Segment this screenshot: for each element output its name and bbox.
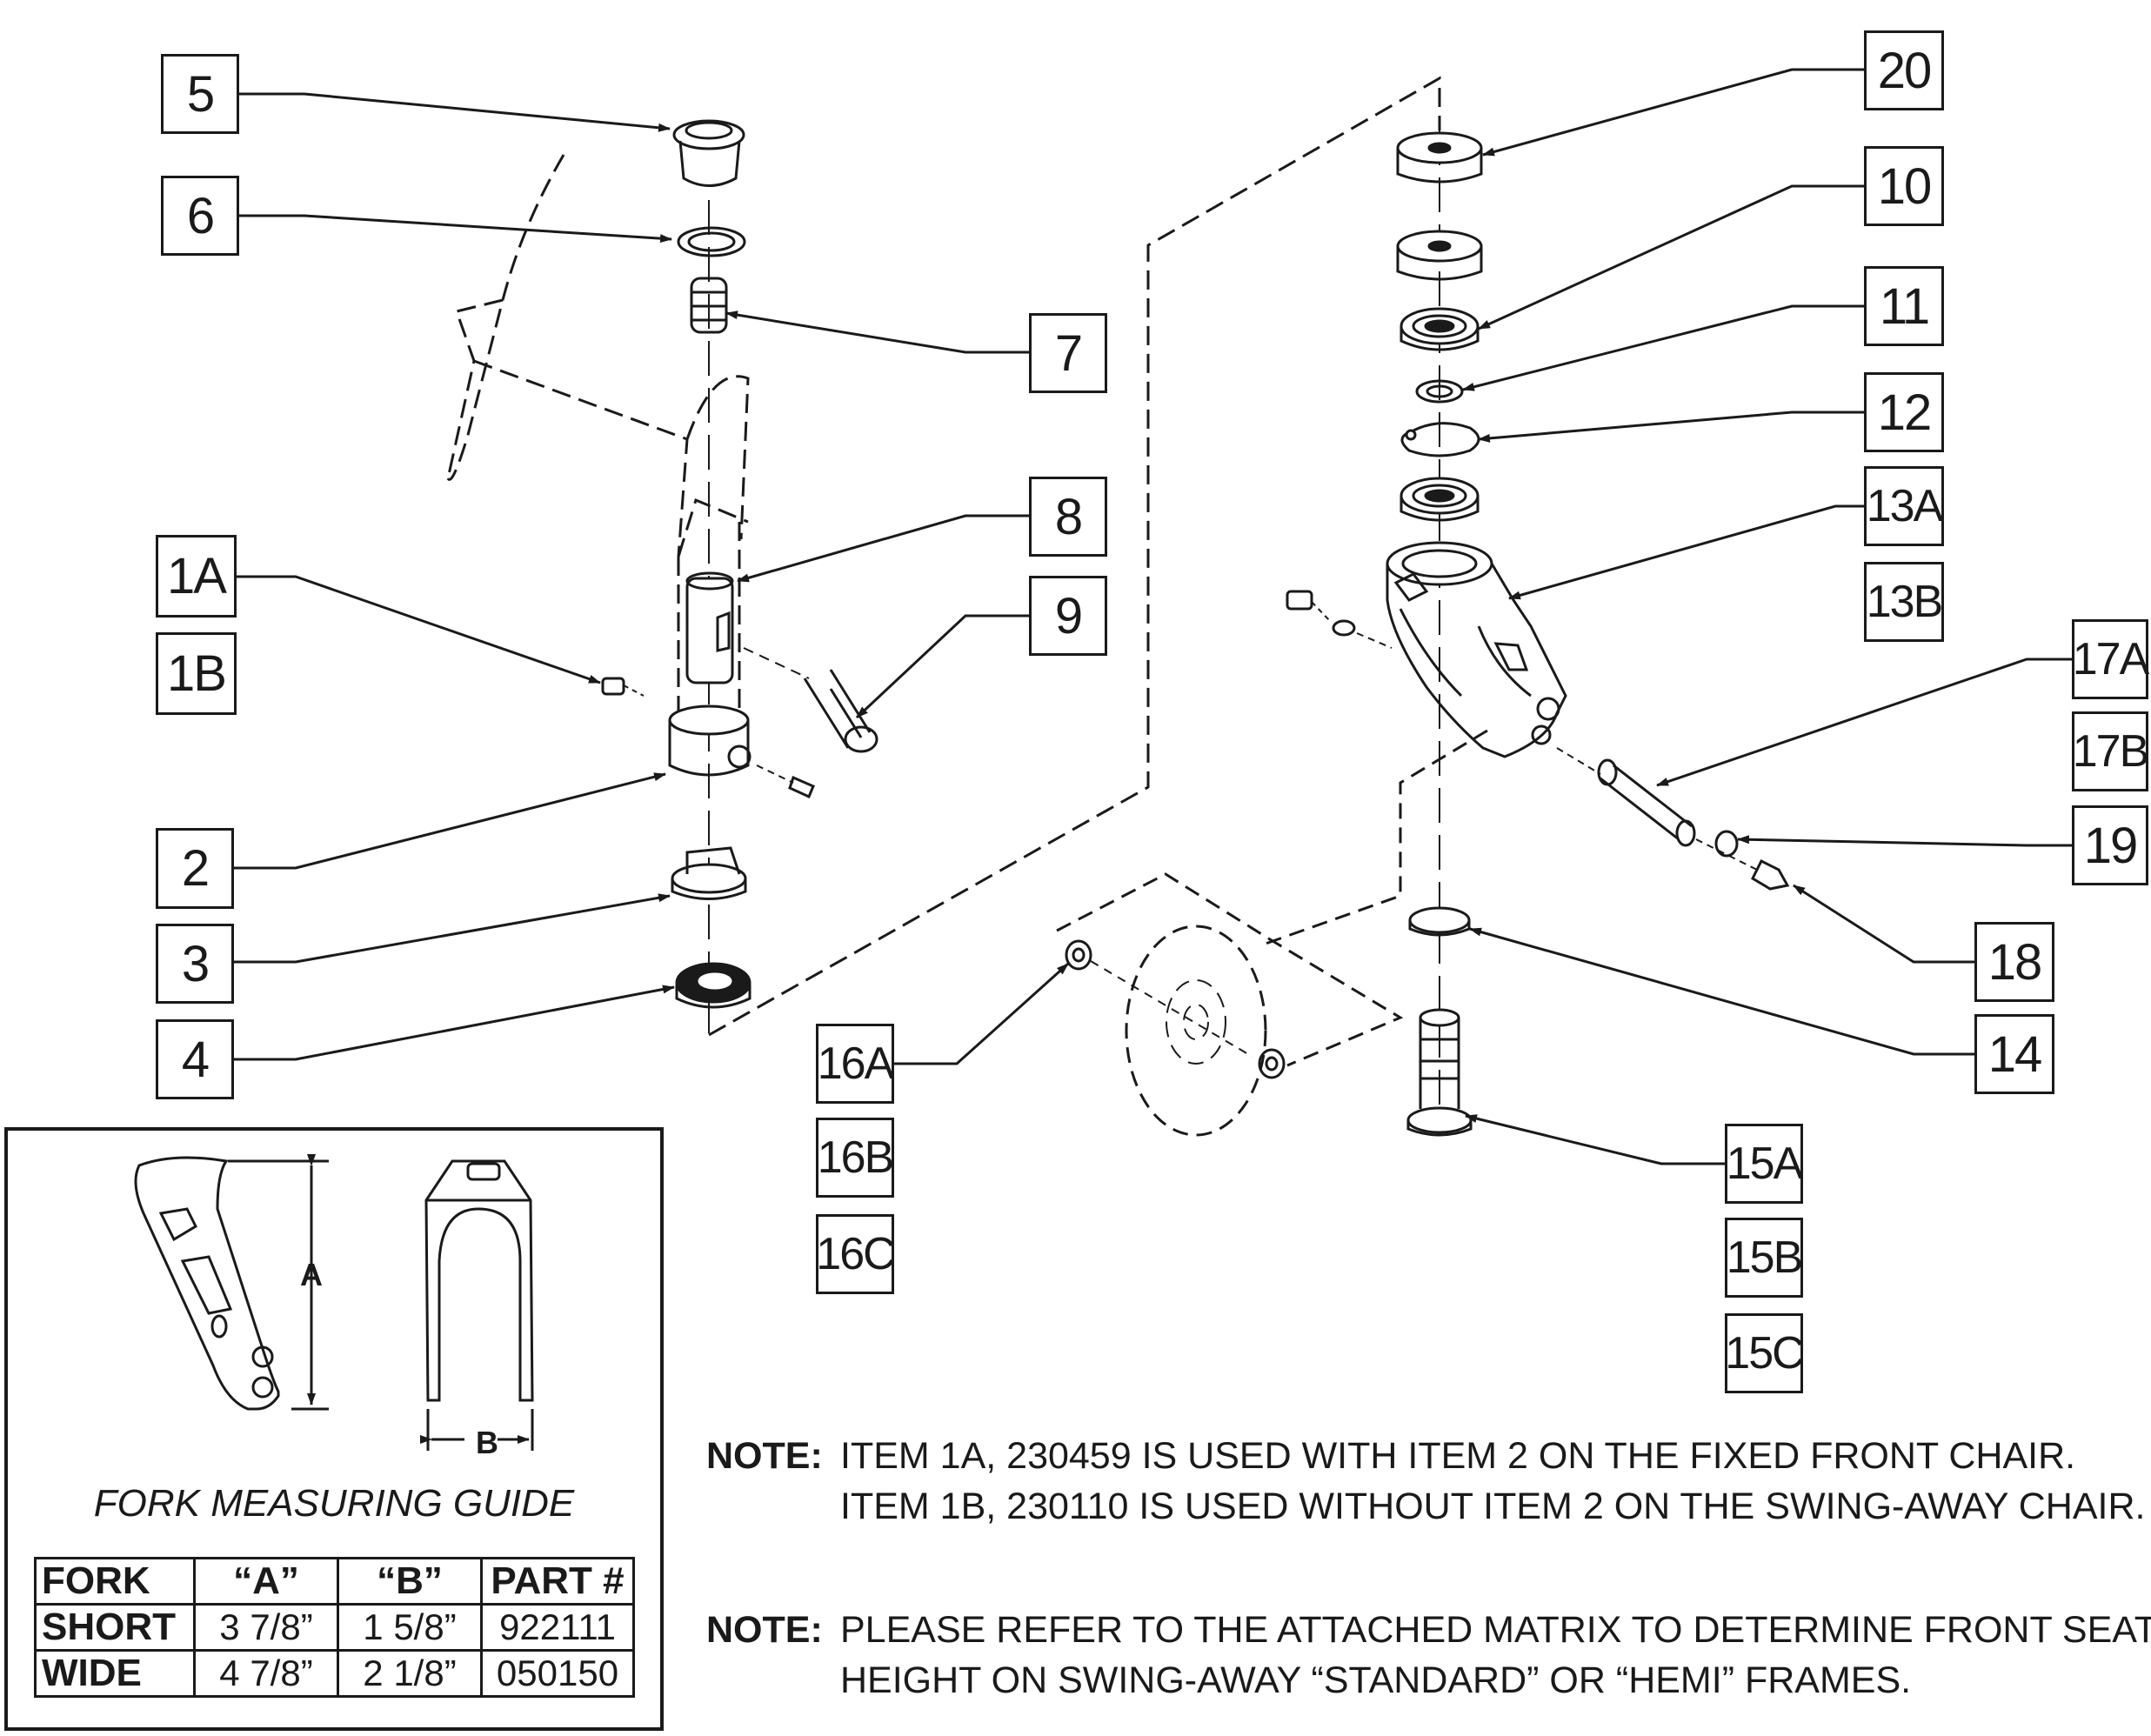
callout-16c[interactable]: 16C [816,1214,896,1294]
callout-8[interactable]: 8 [1029,477,1107,557]
swing-arm-outline-dashed [708,76,1441,1037]
leader-lines [194,68,2072,1165]
fork-guide-title: FORK MEASURING GUIDE [93,1482,575,1525]
frame-outline-dashed [446,154,750,715]
note-2-label: NOTE: [706,1609,823,1651]
callout-16b[interactable]: 16B [816,1118,894,1198]
part-8-tube [685,571,734,684]
cell-a: 3 7/8” [193,1603,339,1652]
callout-4[interactable]: 4 [156,1019,234,1099]
callout-15a[interactable]: 15A [1725,1124,1803,1204]
cell-part: 922111 [480,1603,635,1652]
part-10-bearing [1399,307,1480,351]
callout-3[interactable]: 3 [156,924,234,1004]
callout-17b[interactable]: 17B [2072,711,2149,791]
cell-b: 1 5/8” [337,1603,483,1652]
cell-part: 050150 [480,1649,635,1698]
part-13a-fork [1386,541,1567,758]
part-13-bearing [1399,477,1480,522]
note-1-label: NOTE: [706,1435,823,1477]
header-b: “B” [337,1557,483,1606]
callout-15b[interactable]: 15B [1725,1218,1803,1298]
callout-19[interactable]: 19 [2072,805,2148,885]
callout-14[interactable]: 14 [1974,1014,2054,1094]
callout-20[interactable]: 20 [1864,30,1944,110]
part-12-snap-ring [1400,422,1480,457]
part-2-clamp [668,704,815,799]
wheel-outline-dashed [1056,729,1488,1137]
part-6-ring [677,226,746,257]
fork-table: FORK “A” “B” PART # SHORT 3 7/8” 1 5/8” … [34,1557,635,1698]
part-spacer-2 [1396,230,1483,281]
callout-6[interactable]: 6 [161,176,239,256]
fork-table-header: FORK “A” “B” PART # [34,1557,635,1606]
callout-9[interactable]: 9 [1029,576,1107,656]
part-11-washer [1415,379,1464,404]
dimension-a-label: A [300,1257,323,1292]
part-3-bushing [671,846,747,900]
callout-2[interactable]: 2 [156,828,234,909]
fork-measuring-guide: A B FORK MEASURING GUIDE FORK “A” “B” PA… [4,1127,664,1731]
cell-fork: SHORT [34,1603,196,1652]
part-1a-screw [601,677,645,697]
callout-5[interactable]: 5 [161,54,239,134]
part-5-cap [672,119,745,187]
callout-11[interactable]: 11 [1864,266,1944,346]
part-7-spring [690,277,728,334]
fork-guide-drawings [134,1154,534,1451]
part-17-axle-sleeve [1556,747,1696,847]
callout-1a[interactable]: 1A [156,535,237,618]
table-row: SHORT 3 7/8” 1 5/8” 922111 [34,1603,635,1652]
callout-16a[interactable]: 16A [816,1024,894,1104]
callout-18[interactable]: 18 [1974,922,2054,1002]
part-15-axle-bolt [1406,1008,1473,1137]
part-20-spacer [1396,131,1483,184]
dimension-b-label: B [476,1425,498,1460]
header-a: “A” [193,1557,339,1606]
callout-12[interactable]: 12 [1864,372,1944,452]
note-1-line-1: ITEM 1A, 230459 IS USED WITH ITEM 2 ON T… [840,1435,2076,1477]
callout-13a[interactable]: 13A [1864,466,1944,546]
callout-10[interactable]: 10 [1864,146,1944,226]
part-4-washer [675,962,752,1009]
note-2-line-1: PLEASE REFER TO THE ATTACHED MATRIX TO D… [840,1609,2151,1651]
part-14-washer [1408,906,1471,937]
callout-7[interactable]: 7 [1029,313,1107,393]
fork-screw-left [1286,590,1393,649]
cell-b: 2 1/8” [337,1649,483,1698]
table-row: WIDE 4 7/8” 2 1/8” 050150 [34,1649,635,1698]
header-fork: FORK [34,1557,196,1606]
part-18-bolt [1695,838,1790,891]
part-9-pin [743,647,878,753]
part-19-washer [1714,830,1739,858]
note-2-line-2: HEIGHT ON SWING-AWAY “STANDARD” OR “HEMI… [840,1659,1912,1701]
cell-fork: WIDE [34,1649,196,1698]
callout-17a[interactable]: 17A [2072,619,2149,699]
callout-15c[interactable]: 15C [1725,1313,1805,1393]
part-16-spacers [1065,939,1286,1079]
callout-13b[interactable]: 13B [1864,562,1944,642]
callout-1b[interactable]: 1B [156,632,237,715]
cell-a: 4 7/8” [193,1649,339,1698]
header-part: PART # [480,1557,635,1606]
note-1-line-2: ITEM 1B, 230110 IS USED WITHOUT ITEM 2 O… [840,1486,2146,1527]
